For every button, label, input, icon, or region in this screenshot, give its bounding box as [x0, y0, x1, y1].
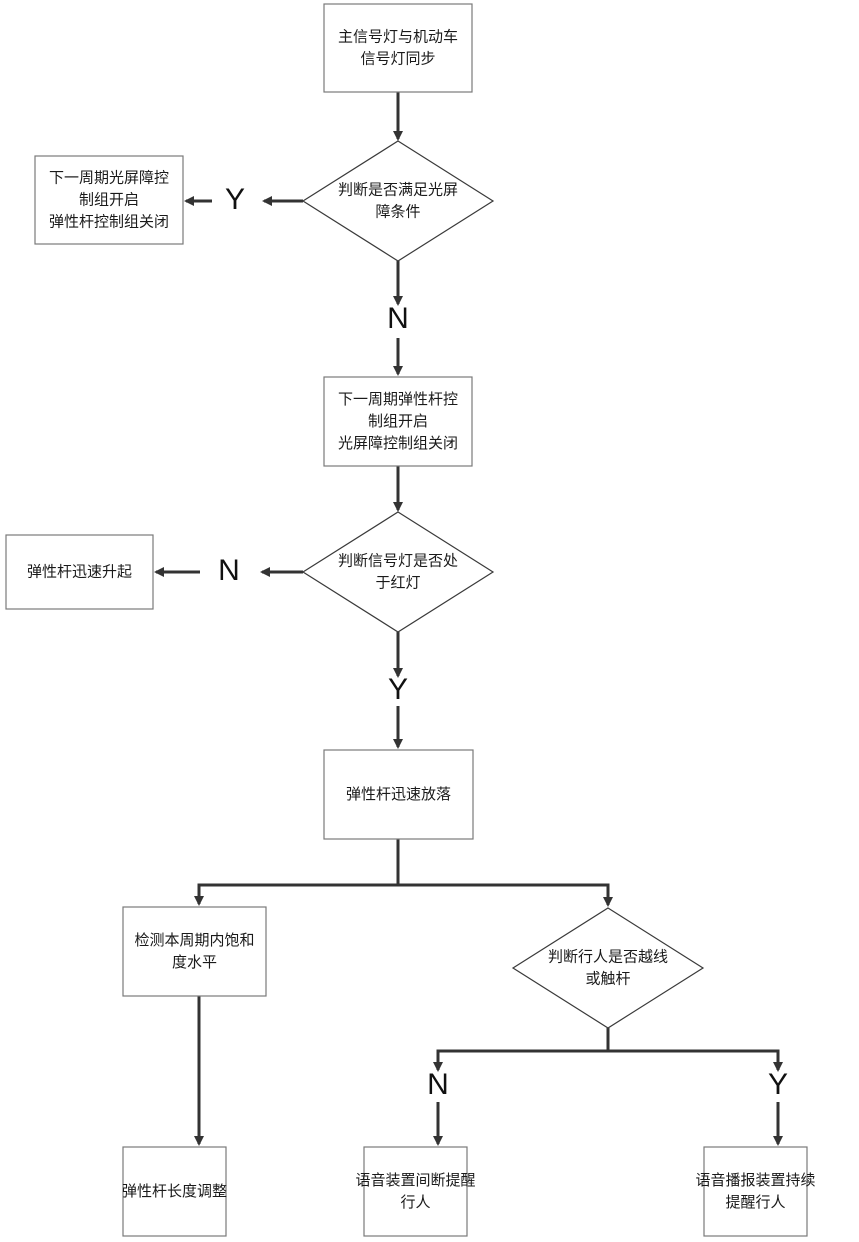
node-label: 信号灯同步: [360, 50, 435, 68]
process-box: [704, 1147, 807, 1236]
node-label: 弹性杆迅速升起: [27, 563, 132, 581]
node-sync: 主信号灯与机动车信号灯同步: [324, 4, 472, 92]
decision-diamond: [303, 141, 493, 261]
node-rod-length-adjust: 弹性杆长度调整: [122, 1147, 227, 1236]
node-label: 判断是否满足光屏: [338, 181, 458, 199]
node-label: 度水平: [172, 953, 217, 971]
edge-label-pedestrian-yes: Y: [768, 1068, 788, 1101]
node-rod-rise: 弹性杆迅速升起: [6, 535, 153, 609]
edge-labels-layer: Y N N Y N Y: [218, 183, 788, 1101]
node-label: 于红灯: [375, 574, 420, 592]
process-box: [324, 4, 472, 92]
node-detect-saturation: 检测本周期内饱和度水平: [123, 907, 266, 996]
node-label: 弹性杆长度调整: [122, 1182, 227, 1200]
process-box: [364, 1147, 467, 1236]
node-elastic-rod-on: 下一周期弹性杆控制组开启光屏障控制组关闭: [324, 377, 472, 466]
node-label: 语音播报装置持续: [695, 1171, 815, 1189]
decision-diamond: [303, 512, 493, 632]
edge-label-light-screen-no: N: [387, 302, 409, 335]
node-light-screen-on: 下一周期光屏障控制组开启弹性杆控制组关闭: [35, 156, 183, 244]
edge-label-pedestrian-no: N: [427, 1068, 449, 1101]
node-label: 障条件: [375, 203, 420, 221]
node-label: 行人: [400, 1193, 430, 1211]
node-voice-continuous: 语音播报装置持续提醒行人: [695, 1147, 815, 1236]
arrow-to-detect-saturation: [199, 885, 398, 904]
node-check-pedestrian: 判断行人是否越线或触杆: [513, 908, 703, 1028]
decision-diamond: [513, 908, 703, 1028]
process-box: [123, 907, 266, 996]
node-label: 主信号灯与机动车: [338, 28, 458, 46]
node-label: 下一周期弹性杆控: [338, 390, 458, 408]
node-label: 检测本周期内饱和: [134, 931, 254, 949]
node-label: 弹性杆迅速放落: [346, 785, 451, 803]
node-rod-drop: 弹性杆迅速放落: [324, 750, 473, 839]
edge-label-light-screen-yes: Y: [225, 183, 245, 216]
arrow-to-check-pedestrian: [398, 885, 608, 905]
node-label: 判断行人是否越线: [548, 948, 668, 966]
edge-label-red-yes: Y: [388, 673, 408, 706]
edge-label-red-no: N: [218, 554, 240, 587]
node-label: 弹性杆控制组关闭: [49, 213, 169, 231]
node-label: 提醒行人: [725, 1193, 785, 1211]
node-label: 制组开启: [368, 412, 428, 430]
node-check-light-screen: 判断是否满足光屏障条件: [303, 141, 493, 261]
node-label: 判断信号灯是否处: [338, 552, 458, 570]
node-label: 下一周期光屏障控: [49, 169, 169, 187]
node-voice-intermittent: 语音装置间断提醒行人: [355, 1147, 475, 1236]
node-label: 语音装置间断提醒: [355, 1171, 475, 1189]
node-label: 或触杆: [585, 970, 630, 988]
node-check-red: 判断信号灯是否处于红灯: [303, 512, 493, 632]
arrow-pedestrian-to-yes: [608, 1051, 778, 1070]
node-label: 制组开启: [79, 191, 139, 209]
arrow-pedestrian-to-no: [438, 1051, 608, 1070]
node-label: 光屏障控制组关闭: [338, 434, 458, 452]
